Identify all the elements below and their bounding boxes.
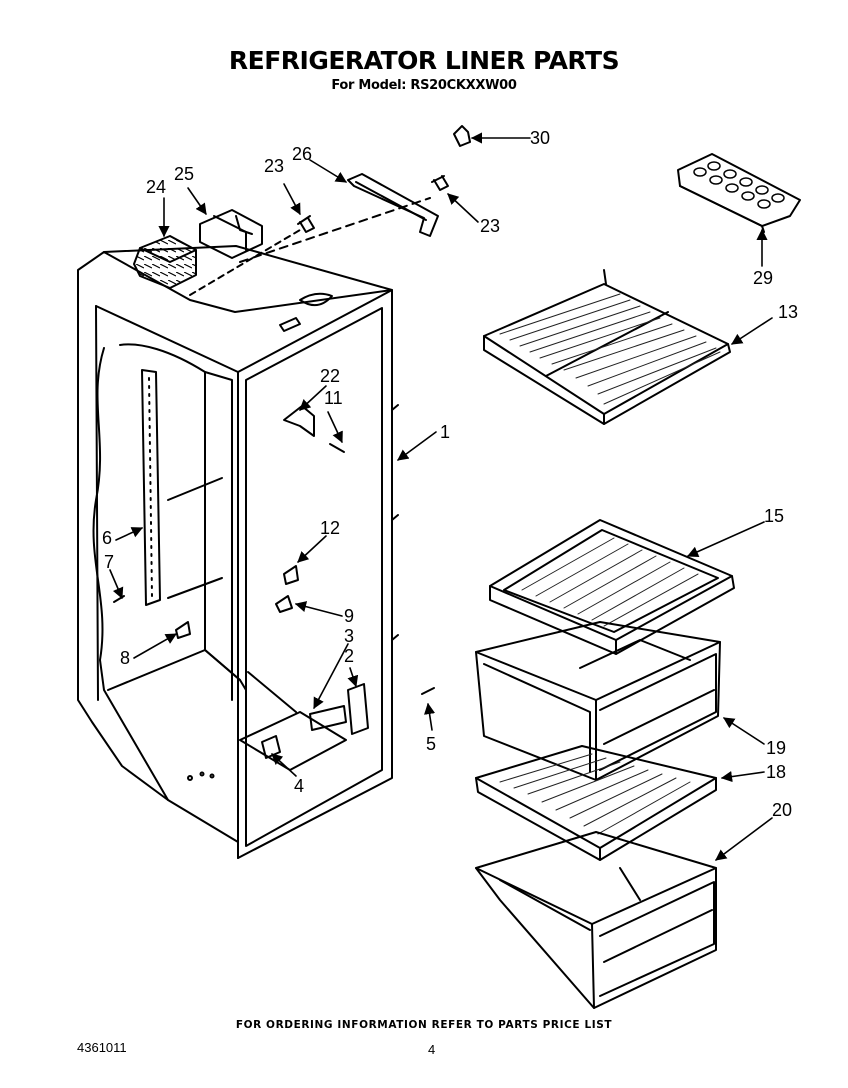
callout-7: 7 [104,552,114,572]
callout-30: 30 [530,128,550,148]
callout-12: 12 [320,518,340,538]
callout-19: 19 [766,738,786,758]
clip-part-12 [283,565,299,585]
callout-2: 2 [344,646,354,666]
callout-29: 29 [753,268,773,288]
channel-part-26 [347,173,439,237]
callout-6: 6 [102,528,112,548]
crisper-drawer-part-20 [475,831,717,1009]
model-subtitle: For Model: RS20CKXXW00 [331,78,517,93]
callout-20: 20 [772,800,792,820]
bracket-part-22 [283,405,315,437]
clip-part-9 [275,595,293,613]
hinge-part-2 [347,683,369,735]
crisper-drawer-part-19 [475,621,721,781]
screw-part-11 [329,443,345,453]
control-housing-part-24 [133,235,197,289]
callout-23-right: 23 [480,216,500,236]
callout-26: 26 [292,144,312,164]
bracket-part-25 [199,209,263,259]
page-title: REFRIGERATOR LINER PARTS [228,46,620,75]
bracket-part-3 [309,705,347,731]
sensor-part-4 [261,735,281,759]
callout-25: 25 [174,164,194,184]
callout-4: 4 [294,776,304,796]
page-number: 4 [428,1042,436,1057]
callout-9: 9 [344,606,354,626]
clip-part-30 [453,125,471,147]
wire-shelf-part-13 [483,269,731,425]
screw-part-23-left [297,215,315,233]
crisper-cover-part-18 [475,745,717,861]
callout-11: 11 [324,388,343,408]
ice-tray-part-29 [677,153,801,233]
clip-part-8 [175,621,191,639]
screw-part-7 [113,595,125,603]
callout-5: 5 [426,734,436,754]
callout-24: 24 [146,177,166,197]
callout-labels: 30 26 23 23 24 25 29 13 1 22 11 12 9 3 2… [102,128,798,820]
screw-part-23-right [431,175,449,191]
callout-8: 8 [120,648,130,668]
callout-15: 15 [764,506,784,526]
document-number: 4361011 [77,1040,127,1055]
refrigerator-liner [77,197,431,859]
callout-13: 13 [778,302,798,322]
leader-lines [109,132,773,861]
callout-1: 1 [440,422,450,442]
glass-shelf-part-15 [489,519,735,655]
callout-3: 3 [344,626,354,646]
callout-23-left: 23 [264,156,284,176]
screw-part-5 [421,687,435,695]
callout-18: 18 [766,762,786,782]
ordering-note: FOR ORDERING INFORMATION REFER TO PARTS … [235,1019,613,1031]
callout-22: 22 [320,366,340,386]
